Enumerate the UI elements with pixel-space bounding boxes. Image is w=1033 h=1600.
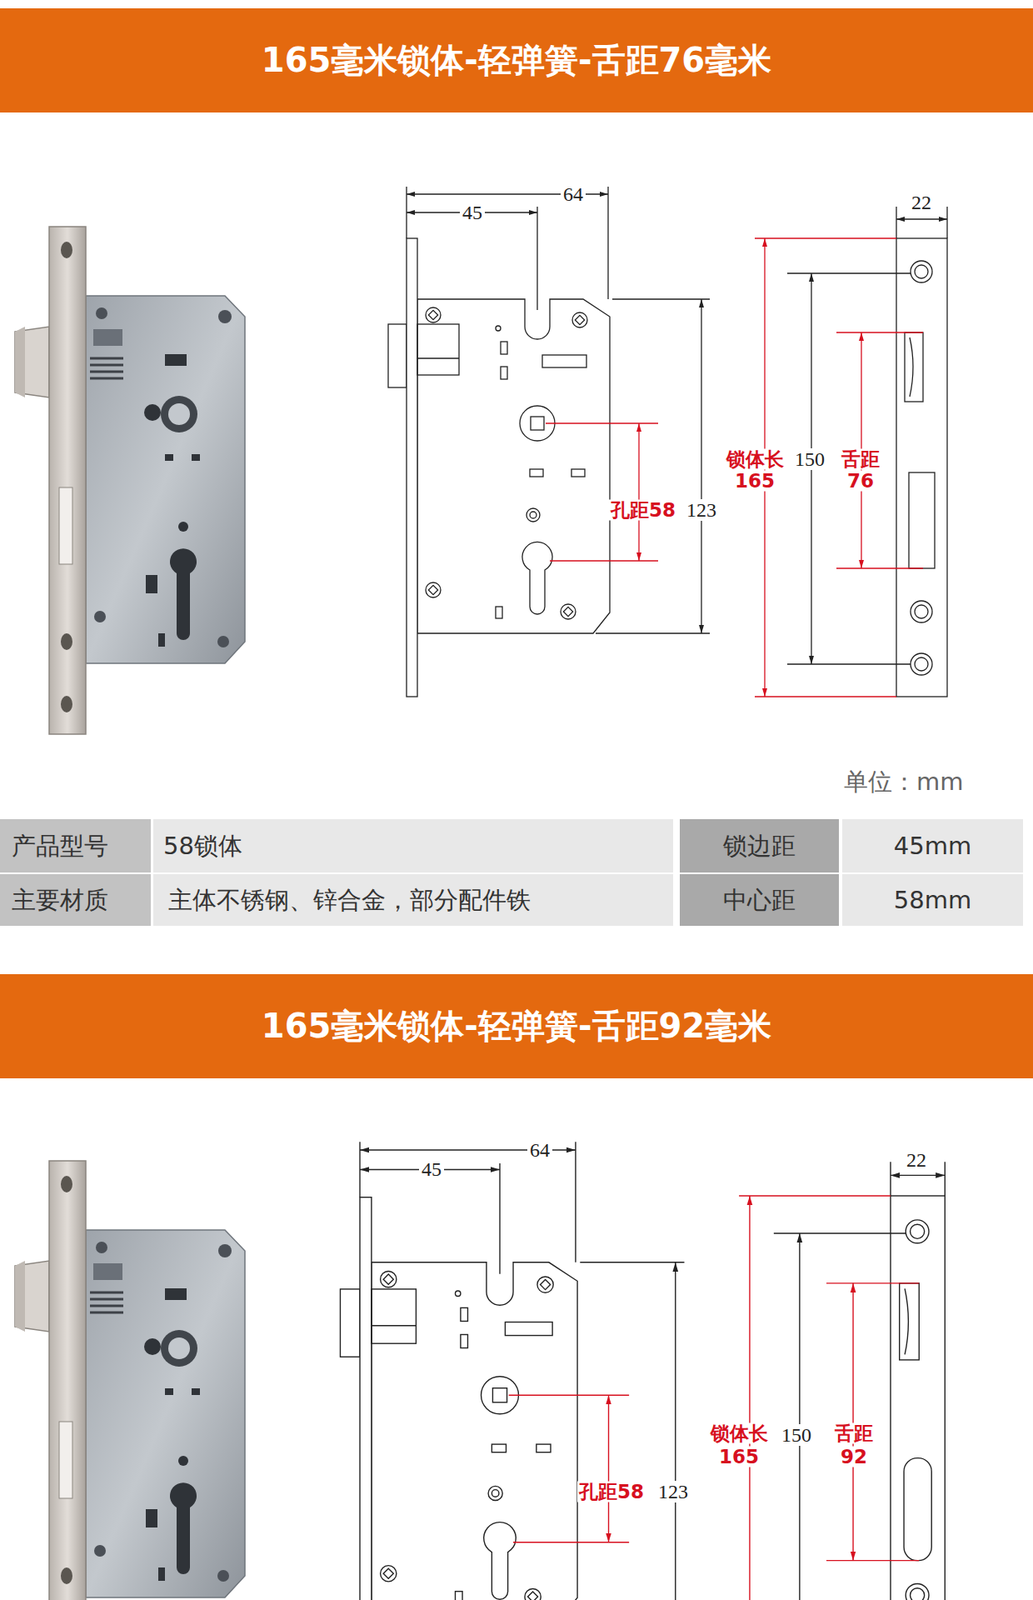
title-band: 165毫米锁体-轻弹簧-舌距76毫米 xyxy=(0,8,1033,113)
dimension-number: 22 xyxy=(908,191,934,214)
table-cell: 锁边距 xyxy=(679,818,839,873)
table-cell: 主要材质 xyxy=(0,873,151,926)
dimension-label: 锁体长 xyxy=(708,1422,770,1444)
dimension-number: 64 xyxy=(560,183,586,205)
dimension-number: 150 xyxy=(792,448,828,470)
dimension-label: 舌距 xyxy=(833,1422,875,1444)
table-cell: 58锁体 xyxy=(153,818,674,873)
dimension-number: 123 xyxy=(655,1480,691,1503)
dimension-number: 45 xyxy=(459,201,485,224)
dimension-number: 45 xyxy=(419,1157,445,1180)
dimension-label: 舌距 xyxy=(839,449,882,470)
dimension-label: 孔距58 xyxy=(577,1481,646,1503)
dimension-number: 150 xyxy=(778,1423,814,1446)
table-cell: 中心距 xyxy=(679,873,839,926)
band-title: 165毫米锁体-轻弹簧-舌距92毫米 xyxy=(261,1003,772,1049)
table-cell: 主体不锈钢、锌合金，部分配件铁 xyxy=(153,873,674,926)
table-cell: 58mm xyxy=(842,873,1024,926)
dimension-label: 92 xyxy=(838,1446,869,1468)
table-cell: 45mm xyxy=(842,818,1024,873)
title-band: 165毫米锁体-轻弹簧-舌距92毫米 xyxy=(0,973,1033,1078)
dimension-number: 22 xyxy=(903,1148,929,1171)
unit-note: 单位：mm xyxy=(843,769,964,794)
dimension-number: 123 xyxy=(683,499,719,521)
table-cell: 产品型号 xyxy=(0,818,151,873)
dimension-label: 165 xyxy=(717,1446,761,1468)
dimension-label: 锁体长 xyxy=(724,449,786,470)
dimension-label: 孔距58 xyxy=(608,499,678,521)
dimension-label: 165 xyxy=(733,470,777,492)
dimension-label: 76 xyxy=(845,470,876,492)
dimension-number: 64 xyxy=(527,1138,553,1161)
band-title: 165毫米锁体-轻弹簧-舌距76毫米 xyxy=(261,37,772,84)
